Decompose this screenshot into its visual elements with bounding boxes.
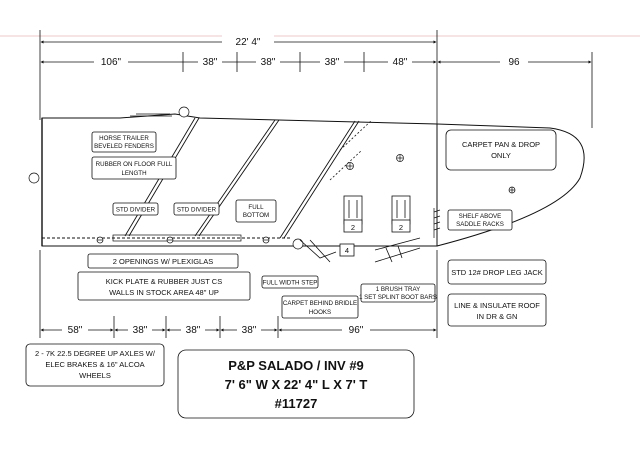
dim-top-seg2: 38" xyxy=(203,57,218,68)
label-std-divider-2: STD DIVIDER xyxy=(177,207,217,214)
rack-4-count: 4 xyxy=(345,246,349,255)
dim-tongue: 96 xyxy=(508,57,520,68)
label-kick-plate-2: WALLS IN STOCK AREA 48" UP xyxy=(109,288,219,297)
rack-4-box xyxy=(339,243,355,257)
label-shelf-above-1: SHELF ABOVE xyxy=(459,213,502,220)
label-line-insulate-2: IN DR & GN xyxy=(477,312,518,321)
label-carpet-pan-1: CARPET PAN & DROP xyxy=(462,140,540,149)
step-and-tray xyxy=(299,237,421,263)
shelf-hatch xyxy=(433,208,441,238)
top-dimensions xyxy=(39,30,593,128)
label-horse-trailer-2: BEVELED FENDERS xyxy=(94,143,154,150)
label-kick-plate-1: KICK PLATE & RUBBER JUST CS xyxy=(106,277,222,286)
label-full-width-step: FULL WIDTH STEP xyxy=(263,280,318,287)
label-line-insulate-1: LINE & INSULATE ROOF xyxy=(454,301,540,310)
title-line-1: P&P SALADO / INV #9 xyxy=(228,358,364,373)
dim-top-seg1: 106" xyxy=(101,57,122,68)
label-carpet-behind-2: HOOKS xyxy=(309,309,331,316)
dim-overall-length: 22' 4" xyxy=(236,37,261,48)
label-axles-2: ELEC BRAKES & 16" ALCOA xyxy=(45,360,144,369)
dim-top-seg4: 38" xyxy=(325,57,340,68)
dim-top-seg5: 48" xyxy=(393,57,408,68)
label-std-divider-1: STD DIVIDER xyxy=(116,207,156,214)
label-boxes xyxy=(25,129,557,419)
label-full-bottom-2: BOTTOM xyxy=(243,212,269,219)
title-line-3: #11727 xyxy=(275,396,318,411)
label-axles-1: 2 - 7K 22.5 DEGREE UP AXLES W/ xyxy=(35,349,156,358)
dim-bottom-seg4: 38" xyxy=(242,325,257,336)
dim-bottom-seg1: 58" xyxy=(68,325,83,336)
dim-bottom-seg2: 38" xyxy=(133,325,148,336)
dim-bottom-seg5: 96" xyxy=(349,325,364,336)
dim-bottom-seg3: 38" xyxy=(186,325,201,336)
label-brush-tray-2: 1 SET SPLINT BOOT BARS xyxy=(359,294,437,301)
saddle-rack-count-right: 2 xyxy=(399,223,403,232)
saddle-racks xyxy=(343,195,411,233)
label-horse-trailer-1: HORSE TRAILER xyxy=(99,135,149,142)
label-shelf-above-2: SADDLE RACKS xyxy=(456,221,504,228)
label-carpet-behind-1: CARPET BEHIND BRIDLE xyxy=(283,300,357,307)
top-dimension-labels: 22' 4" 106" 38" 38" 38" 48" 96 xyxy=(94,35,528,68)
label-axles-3: WHEELS xyxy=(79,371,111,380)
label-rubber-floor-1: RUBBER ON FLOOR FULL xyxy=(96,161,173,168)
light-symbols xyxy=(28,106,304,250)
light-rear xyxy=(28,172,40,184)
dim-top-seg3: 38" xyxy=(261,57,276,68)
label-carpet-pan-2: ONLY xyxy=(491,151,511,160)
label-two-openings: 2 OPENINGS W/ PLEXIGLAS xyxy=(113,257,213,266)
title-line-2: 7' 6" W X 22' 4" L X 7' T xyxy=(225,377,368,392)
label-drop-leg-jack: STD 12# DROP LEG JACK xyxy=(451,268,543,277)
title-block: P&P SALADO / INV #9 7' 6" W X 22' 4" L X… xyxy=(225,358,368,411)
label-texts: HORSE TRAILER BEVELED FENDERS RUBBER ON … xyxy=(35,135,543,380)
light-door xyxy=(292,238,304,250)
label-full-bottom-1: FULL xyxy=(248,204,264,211)
label-rubber-floor-2: LENGTH xyxy=(121,170,146,177)
saddle-rack-count-left: 2 xyxy=(351,223,355,232)
bottom-dimension-labels: 58" 38" 38" 38" 96" xyxy=(62,323,370,336)
light-top xyxy=(178,106,190,118)
label-brush-tray-1: 1 BRUSH TRAY xyxy=(376,286,420,293)
